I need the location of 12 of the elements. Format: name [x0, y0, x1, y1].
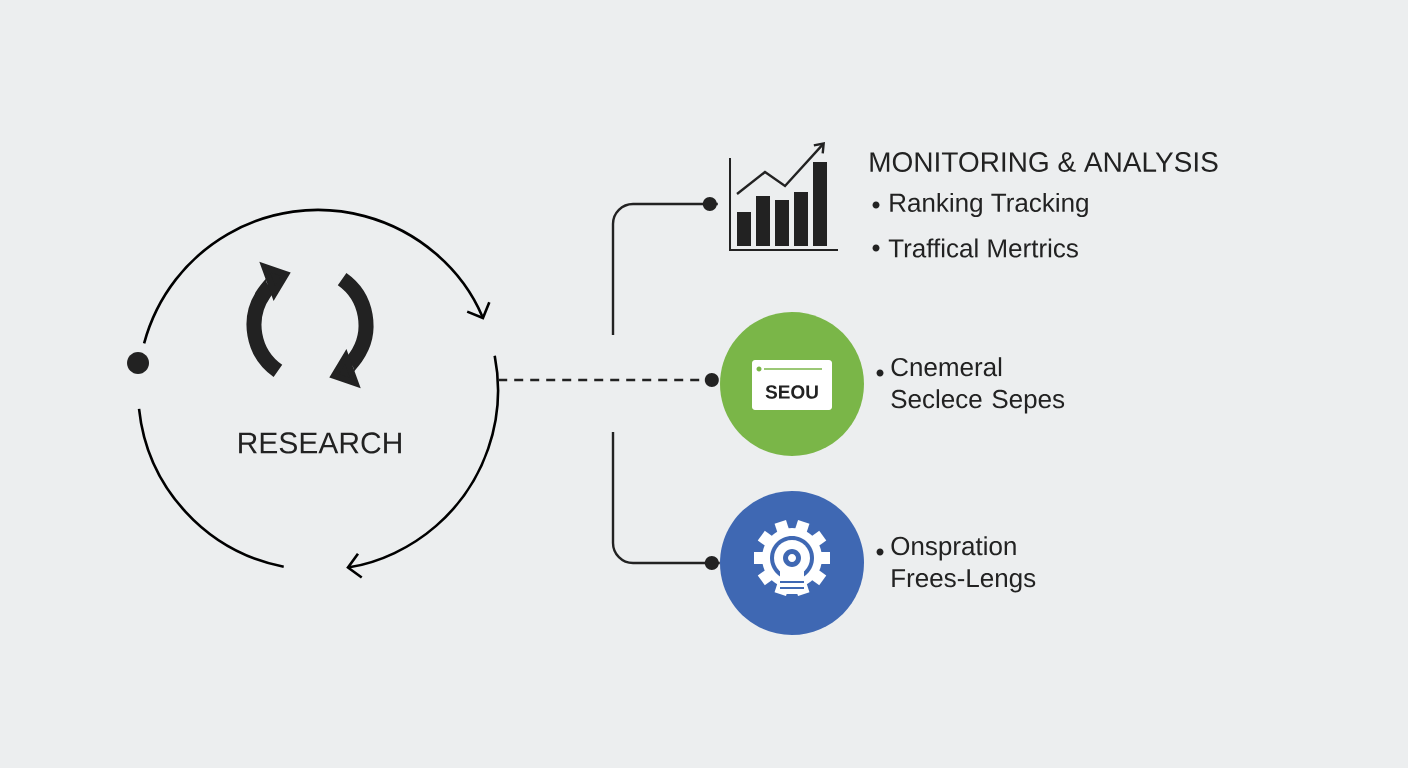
connector — [611, 432, 720, 570]
connector — [498, 373, 720, 387]
cycle-title: RESEARCH — [239, 432, 401, 454]
list-item: Ranking Tracking — [890, 192, 1088, 218]
section-heading: MONITORING & ANALYSIS — [870, 152, 1218, 172]
seo-badge: SEOU — [720, 312, 864, 456]
list-item: Traffical Mertrics — [888, 238, 1078, 258]
connector — [611, 197, 718, 335]
list-item: Cnemeral Seclece Sepes — [891, 357, 1065, 414]
list-item: Onspration Frees-Lengs — [891, 536, 1036, 593]
lightbulb-gear-badge — [720, 491, 864, 635]
chart-icon — [729, 142, 839, 251]
